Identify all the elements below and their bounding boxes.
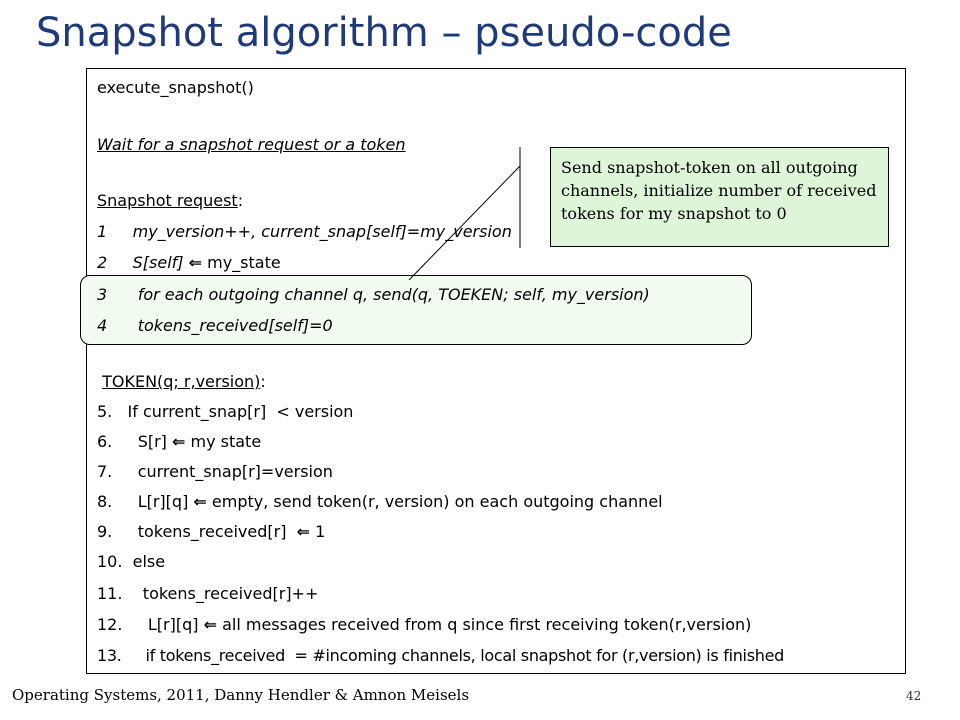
code-line-6-pre: 6. S[r] [97,432,172,451]
code-line-12-rest: all messages received from q since first… [216,615,752,634]
code-line-4: 4 tokens_received[self]=0 [97,316,333,335]
arrow-left-icon: ⇐ [188,253,203,272]
code-line-6-rest: my state [185,432,262,451]
callout-box: Send snapshot-token on all outgoing chan… [550,147,889,247]
code-line-execute: execute_snapshot() [97,78,254,97]
code-line-2-number: 2 [97,253,108,272]
code-line-7: 7. current_snap[r]=version [97,462,333,481]
code-line-8: 8. L[r][q] ⇐ empty, send token(r, versio… [97,492,663,512]
token-label: TOKEN(q; r,version) [102,372,261,391]
code-line-8-pre: 8. L[r][q] [97,492,194,511]
slide-title: Snapshot algorithm – pseudo-code [36,10,732,56]
code-line-11: 11. tokens_received[r]++ [97,584,319,603]
code-line-9: 9. tokens_received[r] ⇐ 1 [97,522,325,542]
code-line-12: 12. L[r][q] ⇐ all messages received from… [97,615,751,635]
code-line-wait: Wait for a snapshot request or a token [97,135,406,154]
code-line-snapshot-request: Snapshot request: [97,191,243,211]
code-line-3: 3 for each outgoing channel q, send(q, T… [97,285,650,304]
code-line-9-rest: 1 [310,522,326,541]
footer-credits: Operating Systems, 2011, Danny Hendler &… [12,686,470,704]
code-line-2-rest: my_state [202,253,281,272]
code-line-5: 5. If current_snap[r] < version [97,402,354,421]
code-line-2-variable: S[self] [107,253,189,272]
arrow-left-icon: ⇐ [296,522,311,541]
code-line-8-rest: empty, send token(r, version) on each ou… [206,492,663,511]
code-line-10: 10. else [97,552,166,571]
highlight-region [80,275,752,345]
token-colon: : [260,372,266,391]
snapshot-request-label: Snapshot request [97,191,238,210]
code-line-2: 2 S[self] ⇐ my_state [97,253,281,273]
arrow-left-icon: ⇐ [203,615,217,634]
callout-pointer-line [408,165,521,281]
code-line-6: 6. S[r] ⇐ my state [97,432,261,452]
code-line-1-text: 1 my_version++, current_snap[self]=my_ve… [97,222,512,241]
arrow-left-icon: ⇐ [193,492,207,511]
code-line-9-pre: 9. tokens_received[r] [97,522,297,541]
code-line-1: 1 my_version++, current_snap[self]=my_ve… [97,222,512,242]
code-line-12-pre: 12. L[r][q] [97,615,204,634]
page-number: 42 [906,689,922,703]
code-line-token: TOKEN(q; r,version): [97,372,266,392]
snapshot-request-colon: : [237,191,244,210]
arrow-left-icon: ⇐ [172,432,186,451]
code-line-13: 13. if tokens_received = #incoming chann… [97,646,784,665]
